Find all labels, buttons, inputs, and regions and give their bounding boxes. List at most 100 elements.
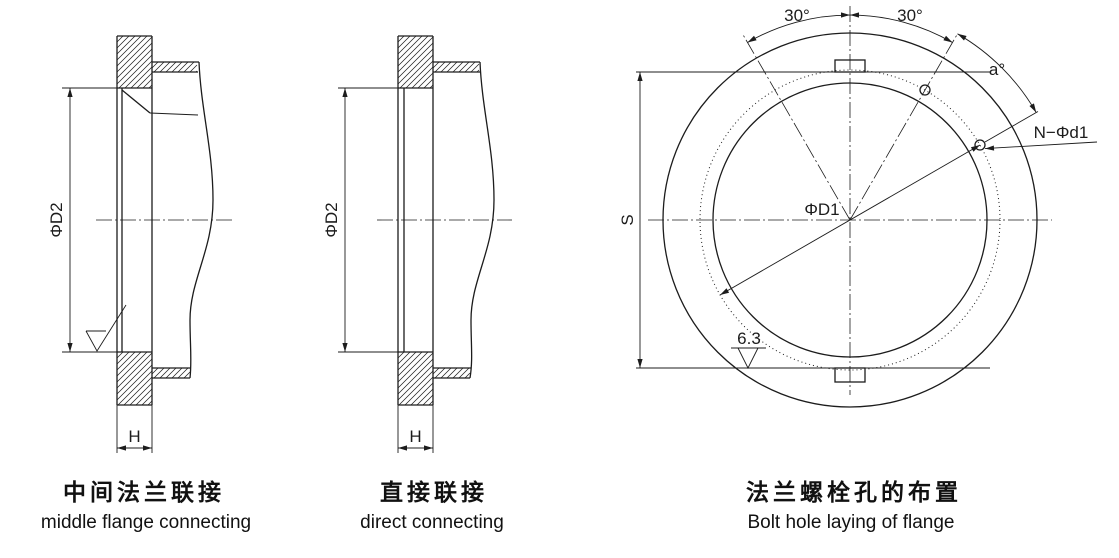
hole-label: N−Φd1 — [1034, 123, 1089, 142]
hatch-line — [416, 388, 434, 406]
pipe-break-line — [469, 61, 495, 379]
roughness-symbol — [731, 347, 766, 370]
roughness-label: 6.3 — [737, 329, 761, 348]
pipe-top-wall — [433, 61, 480, 73]
diameter-extension-lines — [62, 87, 117, 353]
hatch-line — [423, 78, 434, 89]
hatch-line — [116, 352, 153, 389]
hatch-line — [118, 54, 153, 89]
hatch-line — [397, 35, 405, 43]
hatch-line — [116, 35, 124, 43]
hatch-line — [189, 64, 198, 73]
arrowhead — [841, 12, 850, 18]
hatch-line — [434, 367, 446, 379]
hatch-line — [116, 358, 153, 395]
arrowhead — [747, 35, 757, 43]
bolt-circle-diameter-line — [719, 144, 981, 296]
hatch-line — [116, 364, 153, 401]
hatch-line — [452, 367, 464, 379]
arrowhead — [117, 445, 126, 451]
pipe-top-wall — [152, 61, 199, 73]
bolt-hole-layout-title-en: Bolt hole laying of flange — [747, 512, 954, 533]
arrowhead — [637, 359, 643, 368]
hatch-line — [116, 351, 148, 383]
hatch-line — [153, 367, 165, 379]
arrowhead — [143, 445, 152, 451]
arrowhead — [720, 288, 730, 295]
angle-a-arc — [957, 33, 1037, 113]
angle-a-label: a° — [989, 60, 1005, 79]
hatch-line — [116, 351, 130, 365]
hatch-line — [398, 370, 434, 406]
direct-connecting-title-en: direct connecting — [360, 512, 504, 533]
angle-right-label: 30° — [897, 6, 923, 25]
chamfer-line — [121, 89, 151, 114]
height-label: H — [128, 427, 140, 446]
angle-a-extension-line — [984, 111, 1039, 143]
bolt-hole — [974, 139, 986, 151]
hatch-line — [452, 61, 464, 73]
section-hatching — [397, 35, 480, 406]
angle-30-arc — [747, 14, 953, 43]
hatch-line — [151, 61, 159, 69]
hatch-line — [428, 400, 434, 406]
direct-connecting-drawing: ΦD2 H 直接联接 direct connecting — [322, 35, 512, 533]
hatch-line — [397, 36, 434, 73]
hatch-line — [116, 351, 124, 359]
hatch-line — [183, 61, 195, 73]
hatch-line — [399, 54, 434, 89]
radial-line-left-30 — [742, 33, 851, 221]
hatch-line — [135, 388, 153, 406]
hatch-line — [458, 367, 470, 379]
hatch-line — [440, 61, 452, 73]
height-extension-lines — [116, 405, 153, 453]
bolt-hole-layout-title-cn: 法兰螺栓孔的布置 — [746, 479, 962, 506]
hatch-line — [397, 35, 423, 61]
hatch-line — [397, 358, 434, 395]
arrowhead — [637, 72, 643, 81]
arrowhead — [957, 33, 967, 41]
hatch-line — [159, 61, 171, 73]
hatch-line — [410, 382, 434, 406]
hatch-line — [432, 61, 440, 69]
bolt-hole-layout-drawing: 30° 30° a° N−Φd1 ΦD1 S 6.3 法兰螺栓孔的布置 Bolt… — [618, 6, 1098, 533]
bolt-hole — [919, 84, 931, 96]
radial-line-right-30 — [849, 33, 958, 221]
hatch-line — [177, 367, 189, 379]
hatch-line — [446, 61, 458, 73]
middle-flange-title-cn: 中间法兰联接 — [63, 479, 225, 506]
hatch-line — [116, 48, 153, 85]
hatch-line — [464, 61, 476, 73]
hatch-line — [397, 35, 411, 49]
hatch-line — [123, 376, 153, 406]
angle-left-label: 30° — [784, 6, 810, 25]
hatch-line — [422, 394, 434, 406]
arrowhead — [850, 12, 859, 18]
hatch-line — [397, 364, 434, 401]
hatch-line — [397, 352, 434, 389]
hatch-line — [411, 66, 434, 89]
hatch-line — [458, 61, 470, 73]
hatch-line — [116, 35, 130, 49]
arrowhead — [1029, 103, 1037, 113]
hatch-line — [171, 61, 183, 73]
arrowhead — [67, 88, 73, 97]
diameter-label: ΦD2 — [47, 202, 66, 237]
hatch-line — [397, 35, 417, 55]
pipe-break-line — [189, 61, 214, 379]
arrowhead — [342, 88, 348, 97]
hatch-line — [136, 72, 153, 89]
hatch-line — [129, 382, 153, 406]
hatch-line — [151, 367, 159, 375]
hatch-line — [116, 351, 142, 377]
hatch-line — [116, 35, 148, 67]
diameter-label: ΦD2 — [322, 202, 341, 237]
hatch-line — [183, 371, 191, 379]
hatch-line — [397, 351, 429, 383]
hatch-line — [124, 60, 153, 89]
middle-flange-connecting-drawing: ΦD2 H 中间法兰联接 middle flange connecting — [41, 35, 251, 533]
hatch-line — [116, 42, 153, 79]
height-extension-lines — [397, 405, 434, 453]
section-hatching — [116, 35, 198, 406]
hatch-line — [404, 376, 434, 406]
